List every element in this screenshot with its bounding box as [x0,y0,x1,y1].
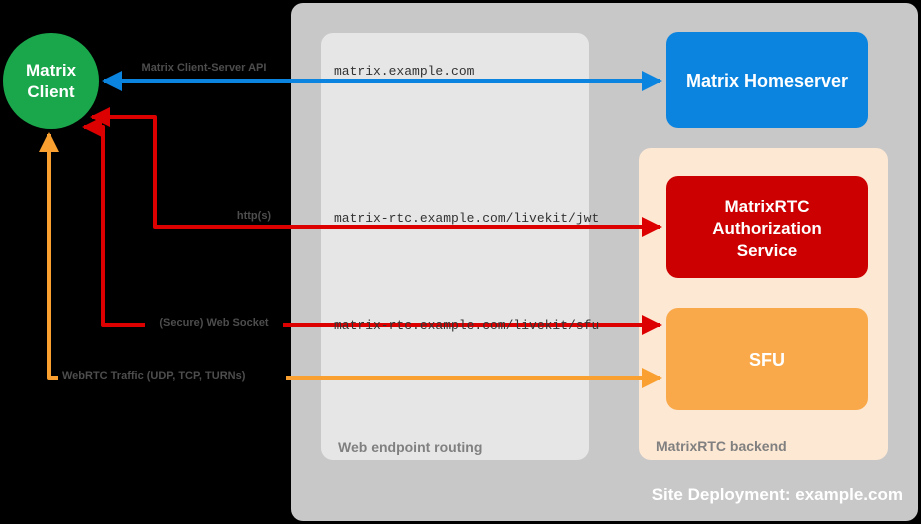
matrix-client-label-line-2: Client [27,82,75,101]
edge-client-server-api-label: Matrix Client-Server API [142,62,267,74]
matrixrtc-authorization-service-label-line-3: Service [737,241,798,260]
edge-secure-web-socket-endpoint: matrix-rtc.example.com/livekit/sfu [334,318,599,333]
sfu-label: SFU [749,350,785,370]
edge-webrtc-traffic-line [39,132,662,388]
edge-https-jwt-label: http(s) [237,210,272,222]
edge-secure-web-socket-label: (Secure) Web Socket [159,317,269,329]
node-matrix-homeserver[interactable]: Matrix Homeserver [666,32,868,128]
web-endpoint-routing-label: Web endpoint routing [338,439,482,455]
edge-webrtc-traffic: WebRTC Traffic (UDP, TCP, TURNs) [39,132,662,388]
matrix-client-shape[interactable] [3,33,99,129]
matrixrtc-authorization-service-shape[interactable] [666,176,868,278]
matrix-client-label-line-1: Matrix [26,61,77,80]
node-matrixrtc-authorization-service[interactable]: MatrixRTC Authorization Service [666,176,868,278]
matrix-homeserver-label: Matrix Homeserver [686,71,848,91]
node-sfu[interactable]: SFU [666,308,868,410]
site-deployment-label: Site Deployment: example.com [652,485,903,504]
matrixrtc-authorization-service-label-line-2: Authorization [712,219,822,238]
sfu-shape[interactable] [666,308,868,410]
edge-webrtc-traffic-label: WebRTC Traffic (UDP, TCP, TURNs) [62,370,246,382]
matrix-homeserver-shape[interactable] [666,32,868,128]
node-matrix-client[interactable]: Matrix Client [3,33,99,129]
matrixrtc-backend-label: MatrixRTC backend [656,438,787,454]
matrixrtc-authorization-service-label-line-1: MatrixRTC [724,197,809,216]
edge-https-jwt-endpoint: matrix-rtc.example.com/livekit/jwt [334,211,599,226]
container-web-endpoint-routing: Web endpoint routing [321,33,589,460]
edge-client-server-api-endpoint: matrix.example.com [334,64,475,79]
edge-client-server-api: Matrix Client-Server API matrix.example.… [102,58,662,91]
